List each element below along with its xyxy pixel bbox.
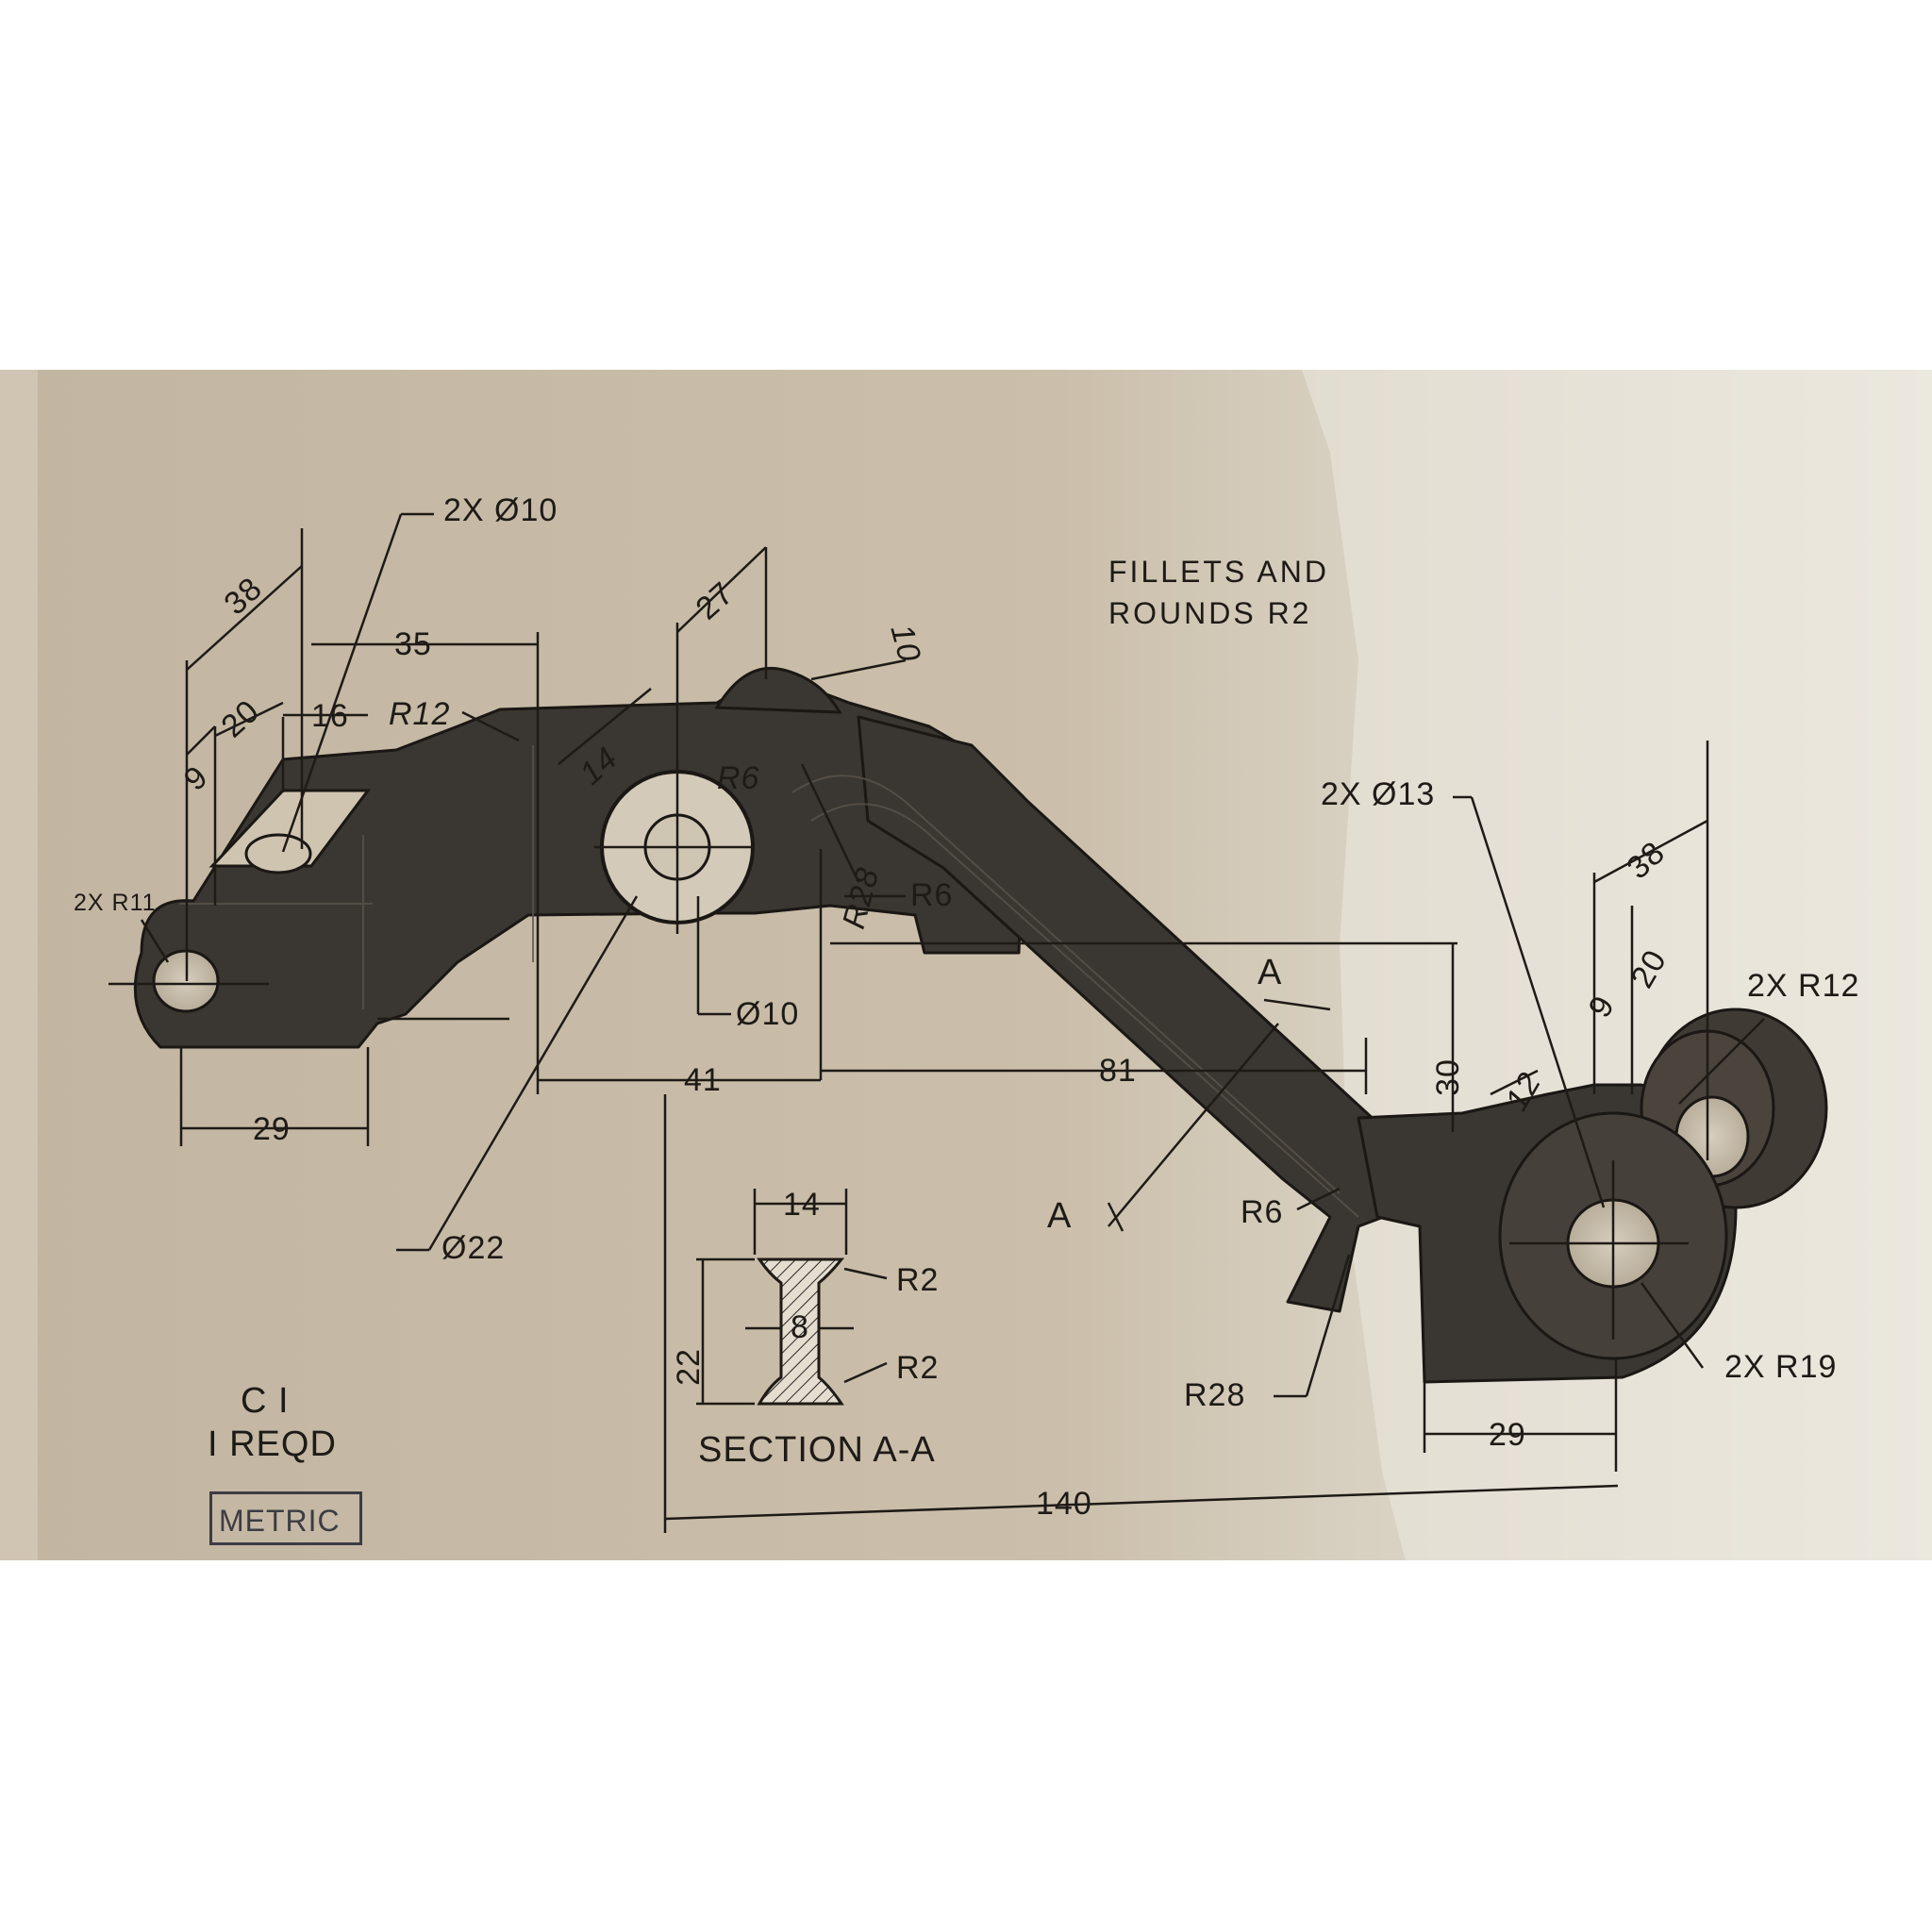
dim-r28-low: R28	[1184, 1377, 1246, 1413]
dim-35: 35	[394, 626, 432, 662]
dim-29-left: 29	[253, 1111, 291, 1147]
dim-2x-r12-right: 2X R12	[1747, 968, 1860, 1004]
top-boss	[714, 666, 842, 714]
fillets-note-line1: FILLETS AND	[1108, 555, 1329, 589]
section-mark-lower: A	[1047, 1196, 1073, 1236]
dim-2x-hole10: 2X Ø10	[443, 492, 558, 528]
section-a-a	[696, 1189, 888, 1406]
dim-81: 81	[1099, 1053, 1137, 1089]
section-dim-22: 22	[670, 1348, 707, 1386]
dim-2x-hole13: 2X Ø13	[1321, 776, 1436, 812]
dim-29-right: 29	[1489, 1417, 1526, 1453]
dim-dia22: Ø22	[441, 1230, 506, 1266]
quantity-required: I REQD	[208, 1424, 337, 1464]
dim-16: 16	[311, 698, 349, 734]
section-dim-r2-top: R2	[896, 1262, 940, 1298]
dim-10-top: 10	[883, 620, 928, 667]
section-mark-upper: A	[1257, 953, 1283, 992]
section-dim-14: 14	[783, 1187, 821, 1223]
dim-dia10: Ø10	[736, 996, 800, 1032]
dim-2x-r19: 2X R19	[1724, 1349, 1838, 1385]
dim-r6-boss: R6	[717, 760, 760, 796]
metric-stamp-text: METRIC	[219, 1504, 341, 1538]
dim-2x-r11: 2X R11	[74, 890, 157, 916]
dim-r6-low: R6	[1241, 1194, 1284, 1230]
page-left-edge	[0, 370, 38, 1560]
dimension-lines	[108, 512, 1765, 1533]
dim-30: 30	[1429, 1058, 1466, 1096]
dim-140: 140	[1036, 1486, 1092, 1522]
fillets-note-line2: ROUNDS R2	[1108, 596, 1312, 630]
dim-41: 41	[684, 1062, 722, 1098]
metric-stamp-box	[209, 1491, 362, 1545]
part-number: C I	[241, 1381, 290, 1421]
section-title: SECTION A-A	[698, 1430, 936, 1470]
dim-r12-left: R12	[389, 696, 451, 732]
drawing-photo	[0, 370, 1932, 1560]
section-dim-r2-bot: R2	[896, 1350, 940, 1386]
section-dim-8: 8	[791, 1309, 809, 1345]
dim-r6-mid: R6	[910, 877, 954, 913]
